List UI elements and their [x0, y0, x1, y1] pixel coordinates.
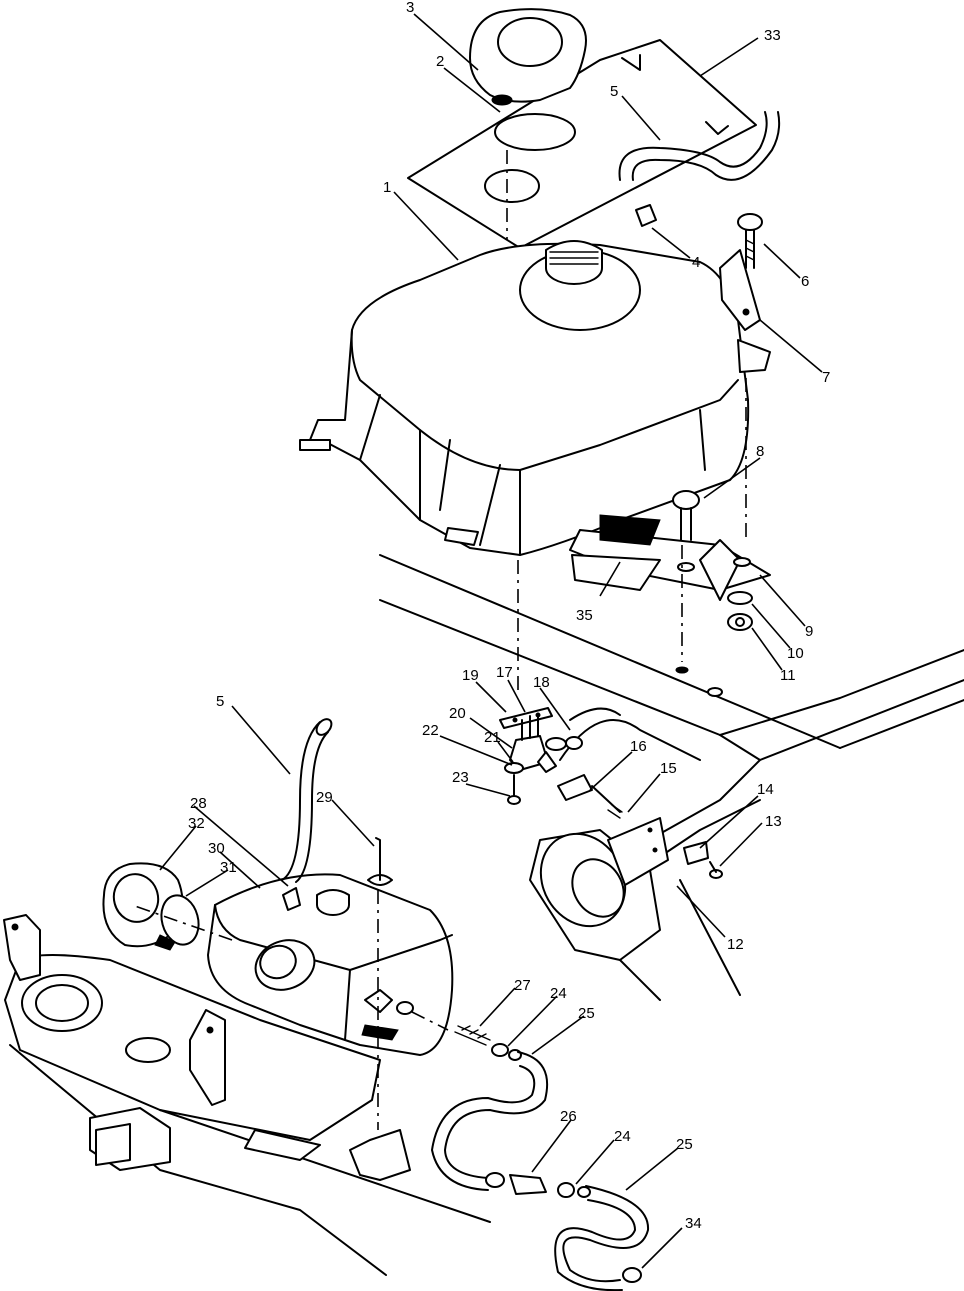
callout-16: 16: [630, 738, 647, 755]
screw-13: [709, 869, 723, 879]
vent-hose-lower: [281, 718, 333, 911]
tank-mount-hardware: [672, 213, 763, 631]
callout-12: 12: [727, 936, 744, 953]
callout-15: 15: [660, 760, 677, 777]
fuel-line-assembly: [431, 1025, 650, 1291]
callout-31: 31: [220, 859, 237, 876]
callout-2: 2: [436, 53, 444, 70]
callout-6: 6: [801, 273, 809, 290]
washer-10: [727, 591, 753, 605]
callout-3: 3: [406, 0, 414, 16]
frame-tube-end: [529, 817, 669, 961]
callout-8: 8: [756, 443, 764, 460]
trailer-frame: [3, 914, 491, 1276]
callout-4: 4: [692, 254, 700, 271]
under-tank-pad: [571, 554, 661, 591]
callout-33: 33: [764, 27, 781, 44]
callout-13: 13: [765, 813, 782, 830]
aux-cap-gasket: [160, 894, 200, 946]
callout-22: 22: [422, 722, 439, 739]
clamp-24-c: [557, 1182, 575, 1198]
callout-1: 1: [383, 179, 391, 196]
clamp-24-b: [485, 1172, 505, 1188]
callout-24-b: 24: [614, 1128, 631, 1145]
leader-lines: [159, 13, 823, 1269]
tank-bracket-7: [719, 249, 761, 331]
callout-9: 9: [805, 623, 813, 640]
clamp-24-a: [491, 1043, 509, 1057]
fuel-cap-gasket: [494, 113, 576, 151]
callout-26: 26: [560, 1108, 577, 1125]
callout-25-b: 25: [676, 1136, 693, 1153]
frame-cutout: [244, 1129, 321, 1161]
frame-rail: [379, 554, 964, 1001]
callout-10: 10: [787, 645, 804, 662]
frame-bracket-front: [349, 1129, 411, 1181]
valve-plate-19: [499, 707, 553, 729]
callout-24-a: 24: [550, 985, 567, 1002]
clip-14: [683, 841, 709, 865]
callout-11: 11: [780, 667, 796, 684]
vent-fitting: [635, 204, 657, 227]
callout-28: 28: [190, 795, 207, 812]
vent-hose-top: [618, 111, 781, 181]
callout-20: 20: [449, 705, 466, 722]
callout-35: 35: [576, 607, 593, 624]
bolt-8-head: [672, 490, 700, 510]
tank-decal-plate: [407, 39, 757, 249]
washer-22: [504, 762, 524, 774]
callout-25-a: 25: [578, 1005, 595, 1022]
hose-fitting-28: [282, 887, 301, 911]
callout-5-top: 5: [610, 83, 618, 100]
clamp-34: [622, 1267, 642, 1283]
callout-14: 14: [757, 781, 774, 798]
fuel-filter-26: [509, 1174, 547, 1195]
aux-fuel-cap: [102, 862, 200, 951]
aux-fuel-tank: [207, 837, 454, 1056]
frame-bracket-middle: [189, 1009, 226, 1106]
callout-19: 19: [462, 667, 479, 684]
screw-23: [507, 795, 521, 805]
tank-bracket-rear: [569, 514, 771, 601]
callout-29: 29: [316, 789, 333, 806]
fuel-valve-assembly: [499, 707, 723, 879]
callout-30: 30: [208, 840, 225, 857]
valve-knob-16: [557, 774, 593, 801]
callout-labels: 3 2 33 5 1 4 6 7 8 9 10 11 12 13 14 15 1…: [188, 0, 830, 1232]
spring-15: [607, 804, 623, 819]
callout-5-lower: 5: [216, 693, 224, 710]
callout-18: 18: [533, 674, 550, 691]
callout-23: 23: [452, 769, 469, 786]
bolt-6-head: [737, 213, 763, 231]
callout-17: 17: [496, 664, 513, 681]
hose-clamp-18: [565, 736, 583, 750]
callout-21: 21: [484, 729, 501, 746]
fuel-cap-top: [469, 8, 587, 151]
spring-27: [454, 1025, 491, 1046]
main-fuel-tank: [299, 204, 771, 556]
mounting-plate: [607, 817, 669, 886]
callout-34: 34: [685, 1215, 702, 1232]
frame-bracket-left: [3, 914, 41, 981]
callout-32: 32: [188, 815, 205, 832]
callout-7: 7: [822, 369, 830, 386]
callout-27: 27: [514, 977, 531, 994]
center-lines: [131, 150, 747, 1130]
